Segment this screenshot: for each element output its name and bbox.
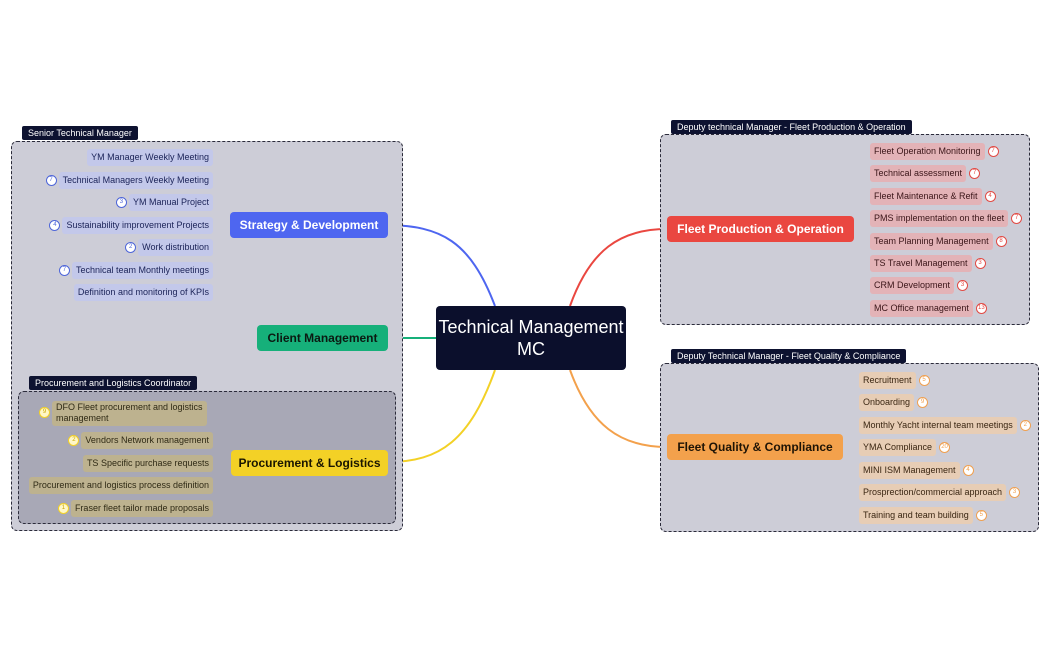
fleet-prod-leaf[interactable]: Fleet Maintenance & Refit 4 xyxy=(870,188,996,205)
leaf-label: DFO Fleet procurement and logistics mana… xyxy=(56,402,203,423)
count-badge: 5 xyxy=(975,510,987,521)
link-root-fleet-quality xyxy=(569,369,668,448)
link-root-procurement xyxy=(387,369,496,463)
group-label-senior: Senior Technical Manager xyxy=(22,126,138,140)
strategy-leaf[interactable]: 3 YM Manual Project xyxy=(115,194,213,211)
leaf-label: YMA Compliance xyxy=(863,442,933,452)
branch-client-management[interactable]: Client Management xyxy=(257,325,388,351)
count-badge: 3 xyxy=(115,197,127,208)
leaf-label: Prosprection/commercial approach xyxy=(863,487,1003,497)
count-badge: 2 xyxy=(1019,420,1031,431)
fleet-quality-leaf[interactable]: Prosprection/commercial approach 3 xyxy=(859,484,1021,501)
leaf-label: Work distribution xyxy=(142,242,209,252)
branch-procurement-logistics[interactable]: Procurement & Logistics xyxy=(231,450,388,476)
fleet-prod-leaf[interactable]: CRM Development 3 xyxy=(870,277,969,294)
fleet-quality-leaf[interactable]: Monthly Yacht internal team meetings 2 xyxy=(859,417,1031,434)
strategy-leaf[interactable]: Definition and monitoring of KPIs xyxy=(73,284,213,301)
leaf-label: Procurement and logistics process defini… xyxy=(32,480,209,490)
leaf-label: Fleet Operation Monitoring xyxy=(874,146,981,156)
procurement-leaf[interactable]: TS Specific purchase requests xyxy=(82,455,213,472)
leaf-label: PMS implementation on the fleet xyxy=(874,213,1005,223)
count-badge: 3 xyxy=(957,280,969,291)
count-badge: 7 xyxy=(1011,213,1023,224)
count-badge: 7 xyxy=(969,168,981,179)
leaf-label: Technical assessment xyxy=(874,168,963,178)
count-badge: 4 xyxy=(984,191,996,202)
leaf-label: Vendors Network management xyxy=(85,435,209,445)
count-badge: 2 xyxy=(68,435,80,446)
link-root-fleet-prod xyxy=(569,228,668,307)
leaf-label: YM Manager Weekly Meeting xyxy=(91,152,209,162)
count-badge: 1 xyxy=(57,503,69,514)
count-badge: 7 xyxy=(45,175,57,186)
strategy-leaf[interactable]: 4 Sustainability improvement Projects xyxy=(49,217,213,234)
leaf-label: Fraser fleet tailor made proposals xyxy=(74,503,209,513)
count-badge: 5 xyxy=(918,375,930,386)
fleet-quality-leaf[interactable]: MINI ISM Management 4 xyxy=(859,462,974,479)
leaf-label: Technical Managers Weekly Meeting xyxy=(62,175,209,185)
strategy-leaf[interactable]: 7 Technical Managers Weekly Meeting xyxy=(45,172,213,189)
count-badge: 7 xyxy=(987,146,999,157)
leaf-label: Monthly Yacht internal team meetings xyxy=(863,420,1013,430)
count-badge: 7 xyxy=(58,265,70,276)
strategy-leaf[interactable]: YM Manager Weekly Meeting xyxy=(87,149,213,166)
count-badge: 9 xyxy=(917,397,929,408)
fleet-prod-leaf[interactable]: Technical assessment 7 xyxy=(870,165,981,182)
count-badge: 4 xyxy=(49,220,61,231)
procurement-leaf[interactable]: 1 Fraser fleet tailor made proposals xyxy=(57,500,213,517)
leaf-label: CRM Development xyxy=(874,280,951,290)
link-root-strategy xyxy=(387,224,496,307)
group-label-procurement: Procurement and Logistics Coordinator xyxy=(29,376,198,390)
branch-strategy-development[interactable]: Strategy & Development xyxy=(230,212,388,238)
branch-fleet-production[interactable]: Fleet Production & Operation xyxy=(667,216,854,242)
fleet-quality-leaf[interactable]: Onboarding 9 xyxy=(859,394,929,411)
leaf-label: YM Manual Project xyxy=(132,197,209,207)
count-badge: 3 xyxy=(1009,487,1021,498)
fleet-quality-leaf[interactable]: Recruitment 5 xyxy=(859,372,930,389)
fleet-prod-leaf[interactable]: Fleet Operation Monitoring 7 xyxy=(870,143,999,160)
procurement-leaf[interactable]: Procurement and logistics process defini… xyxy=(28,477,213,494)
leaf-label: Recruitment xyxy=(863,375,912,385)
leaf-label: Onboarding xyxy=(863,397,911,407)
fleet-prod-leaf[interactable]: TS Travel Management 3 xyxy=(870,255,986,272)
count-badge: 20 xyxy=(939,442,951,453)
leaf-label: Sustainability improvement Projects xyxy=(66,220,209,230)
fleet-prod-leaf[interactable]: Team Planning Management 8 xyxy=(870,233,1007,250)
strategy-leaf[interactable]: 2 Work distribution xyxy=(125,239,213,256)
leaf-label: Fleet Maintenance & Refit xyxy=(874,191,978,201)
count-badge: 2 xyxy=(125,242,137,253)
leaf-label: Team Planning Management xyxy=(874,236,989,246)
count-badge: 13 xyxy=(975,303,987,314)
count-badge: 9 xyxy=(39,407,50,418)
group-label-fleet-quality: Deputy Technical Manager - Fleet Quality… xyxy=(671,349,907,363)
leaf-label: MC Office management xyxy=(874,303,969,313)
leaf-label: MINI ISM Management xyxy=(863,465,956,475)
branch-fleet-quality[interactable]: Fleet Quality & Compliance xyxy=(667,434,843,460)
leaf-label: Definition and monitoring of KPIs xyxy=(77,287,209,297)
leaf-label: TS Travel Management xyxy=(874,258,968,268)
leaf-label: Training and team building xyxy=(863,510,969,520)
count-badge: 8 xyxy=(995,236,1007,247)
fleet-quality-leaf[interactable]: YMA Compliance 20 xyxy=(859,439,951,456)
count-badge: 4 xyxy=(962,465,974,476)
procurement-leaf[interactable]: 2 Vendors Network management xyxy=(68,432,213,449)
fleet-prod-leaf[interactable]: MC Office management 13 xyxy=(870,300,987,317)
count-badge: 3 xyxy=(974,258,986,269)
procurement-leaf[interactable]: 9 DFO Fleet procurement and logistics man… xyxy=(39,401,207,426)
leaf-label: Technical team Monthly meetings xyxy=(75,265,209,275)
leaf-label: TS Specific purchase requests xyxy=(86,458,209,468)
strategy-leaf[interactable]: 7 Technical team Monthly meetings xyxy=(58,262,213,279)
group-label-fleet-prod: Deputy technical Manager - Fleet Product… xyxy=(671,120,912,134)
root-topic[interactable]: Technical Management MC xyxy=(436,306,626,370)
fleet-prod-leaf[interactable]: PMS implementation on the fleet 7 xyxy=(870,210,1023,227)
fleet-quality-leaf[interactable]: Training and team building 5 xyxy=(859,507,987,524)
